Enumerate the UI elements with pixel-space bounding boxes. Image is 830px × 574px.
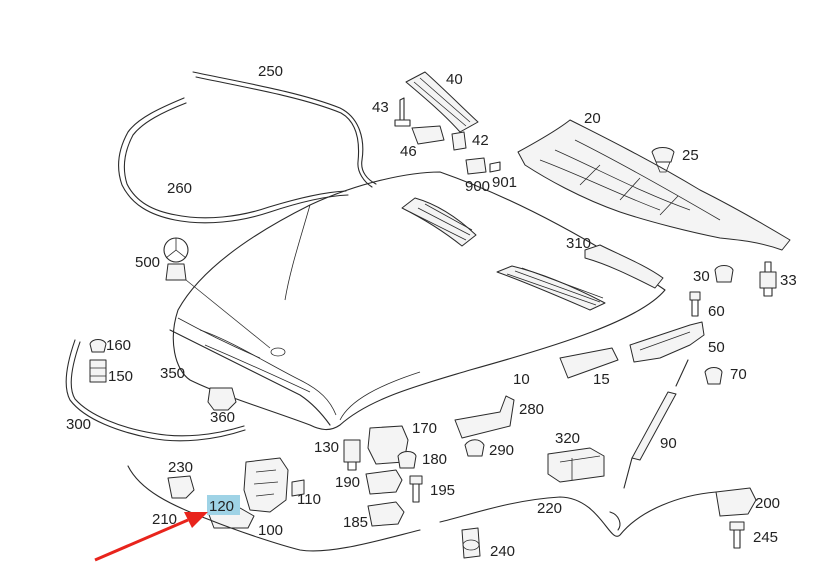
label-90: 90: [660, 435, 677, 452]
label-10: 10: [513, 371, 530, 388]
bolt-43: [394, 97, 411, 127]
hinge-50: [629, 321, 705, 363]
cowl-20: [517, 119, 791, 251]
bracket-280: [454, 395, 515, 439]
bolt-245: [729, 521, 745, 549]
label-200: 200: [755, 495, 780, 512]
label-130: 130: [314, 439, 339, 456]
label-240: 240: [490, 543, 515, 560]
label-350: 350: [160, 365, 185, 382]
label-260: 260: [167, 180, 192, 197]
label-30: 30: [693, 268, 710, 285]
nozzle-901: [489, 161, 501, 173]
trim-310: [584, 244, 664, 289]
clip-240: [461, 527, 481, 559]
label-33: 33: [780, 272, 797, 289]
label-43: 43: [372, 99, 389, 116]
strut-90: [623, 359, 689, 489]
cable-220: [439, 491, 717, 537]
label-46: 46: [400, 143, 417, 160]
nozzle-900: [465, 157, 487, 175]
label-310: 310: [566, 235, 591, 252]
label-190: 190: [335, 474, 360, 491]
holder-185: [367, 501, 405, 527]
bush-290: [464, 439, 485, 457]
frame-350: [169, 329, 331, 426]
label-195: 195: [430, 482, 455, 499]
plate-190: [365, 469, 403, 495]
label-15: 15: [593, 371, 610, 388]
badge-500: [163, 237, 189, 281]
grommet-30: [714, 265, 734, 283]
washer-160: [89, 339, 107, 353]
label-160: 160: [106, 337, 131, 354]
clip-110: [291, 479, 305, 497]
clip-42: [451, 131, 467, 151]
label-290: 290: [489, 442, 514, 459]
label-50: 50: [708, 339, 725, 356]
label-100: 100: [258, 522, 283, 539]
bracket-15: [559, 347, 619, 379]
clip-25: [651, 147, 675, 173]
bolt-195: [409, 475, 423, 503]
latch-130: [343, 439, 361, 471]
label-170: 170: [412, 420, 437, 437]
label-210: 210: [152, 511, 177, 528]
label-220: 220: [537, 500, 562, 517]
nut-70: [704, 367, 723, 385]
label-901: 901: [492, 174, 517, 191]
retainer-360: [207, 387, 237, 411]
label-42: 42: [472, 132, 489, 149]
label-185: 185: [343, 514, 368, 531]
label-110: 110: [297, 491, 321, 508]
label-150: 150: [108, 368, 133, 385]
label-180: 180: [422, 451, 447, 468]
hood-10: [172, 171, 666, 431]
label-320: 320: [555, 430, 580, 447]
bracket-200: [715, 487, 757, 517]
label-40: 40: [446, 71, 463, 88]
label-60: 60: [708, 303, 725, 320]
label-230: 230: [168, 459, 193, 476]
label-70: 70: [730, 366, 747, 383]
bolt-60: [689, 291, 701, 317]
lock-100: [243, 457, 289, 513]
vent-rear: [496, 265, 606, 311]
highlight-box-120: [207, 495, 240, 515]
label-280: 280: [519, 401, 544, 418]
label-500: 500: [135, 254, 160, 271]
grille-40: [405, 71, 479, 133]
bush-180: [397, 451, 417, 469]
label-300: 300: [66, 416, 91, 433]
label-25: 25: [682, 147, 699, 164]
stud-33: [759, 261, 777, 297]
pointer-arrow: [94, 512, 208, 562]
label-900: 900: [465, 178, 490, 195]
clip-230: [167, 475, 195, 499]
buffer-150: [89, 359, 107, 383]
label-250: 250: [258, 63, 283, 80]
label-360: 360: [210, 409, 235, 426]
seal-260: [118, 97, 349, 224]
cable-210: [127, 465, 421, 552]
vent-front: [401, 197, 477, 247]
seal-300: [65, 339, 246, 442]
label-245: 245: [753, 529, 778, 546]
label-20: 20: [584, 110, 601, 127]
block-320: [547, 447, 605, 483]
seal-250: [192, 71, 377, 185]
bracket-46: [411, 125, 445, 145]
label-120: 120: [209, 498, 234, 515]
